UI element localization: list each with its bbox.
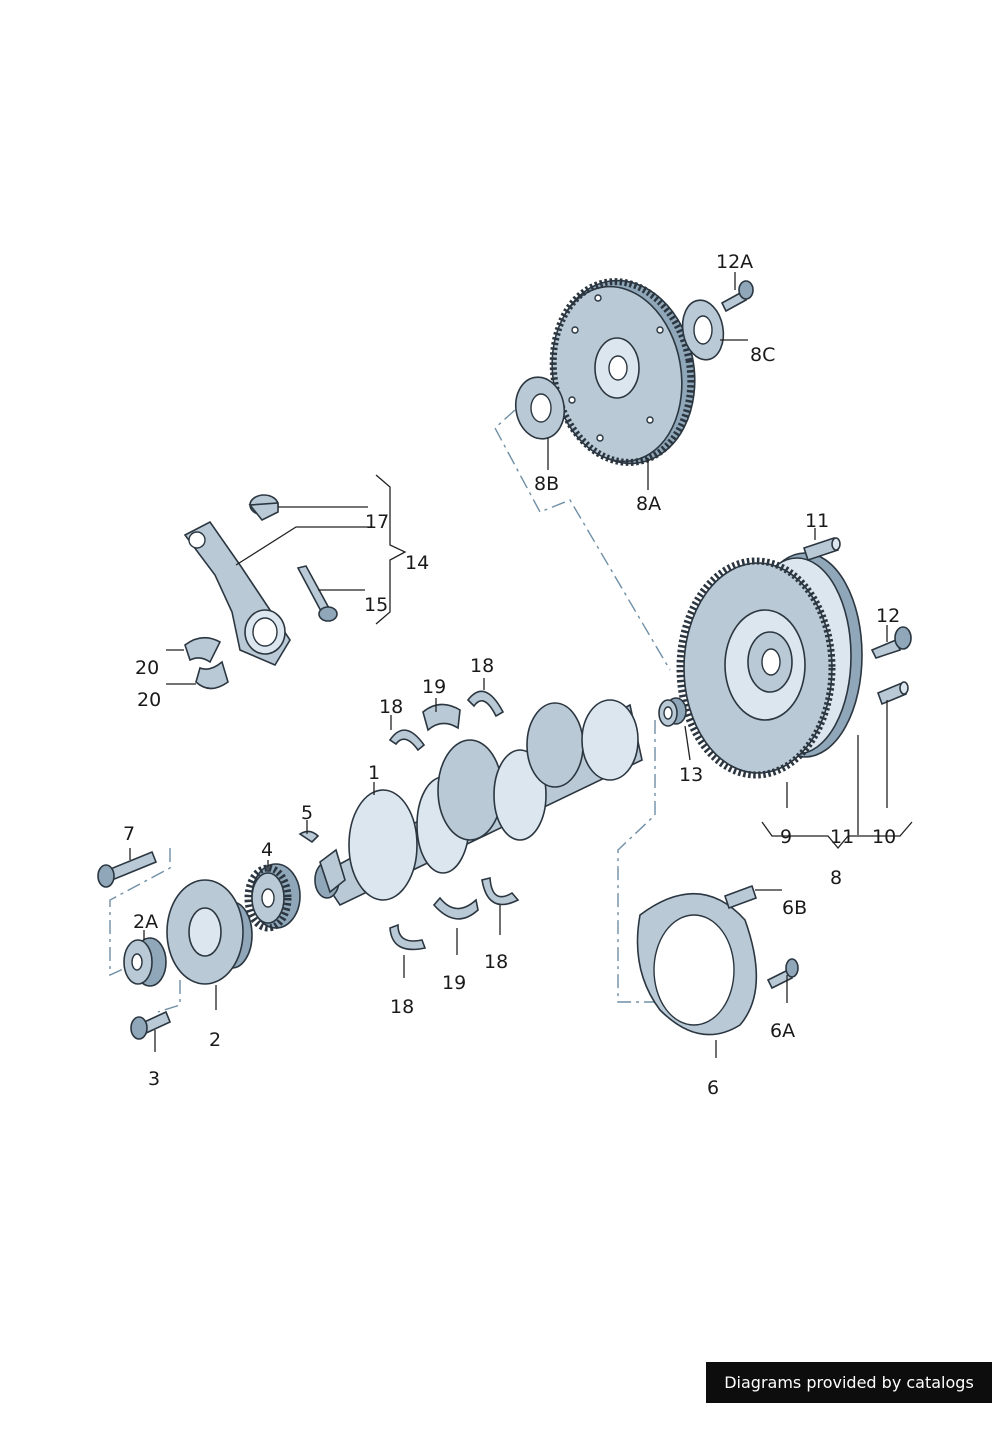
callout-12: 12 [876,605,900,627]
callout-19-bottom: 19 [442,972,466,994]
rod-bolt-15 [296,565,338,622]
timing-gear-4 [244,863,301,932]
callout-3: 3 [148,1068,160,1090]
callout-15: 15 [364,594,388,616]
bolt-7 [97,850,158,888]
callout-10: 10 [872,826,896,848]
callout-20-upper: 20 [135,657,159,679]
callout-8: 8 [830,867,842,889]
rod-shell-20-lower [195,660,229,690]
callout-8b: 8B [534,473,559,495]
rod-shell-20-upper [184,636,222,664]
plate-8c [681,299,725,361]
callout-1: 1 [368,762,380,784]
callout-labels: 12A 8C 8B 8A 11 12 13 9 11 10 8 17 14 15… [123,251,900,1099]
bearing-shell-19-lower [432,896,479,920]
callout-4: 4 [261,839,273,861]
callout-7: 7 [123,823,135,845]
small-end-bushing [248,494,279,522]
callout-17: 17 [365,511,389,533]
dual-mass-flywheel [676,552,863,779]
callout-18-top-right: 18 [470,655,494,677]
callout-12a: 12A [716,251,753,273]
callout-14: 14 [405,552,429,574]
thrust-washer-18-upper-left [388,729,426,752]
callout-2: 2 [209,1029,221,1051]
callout-6b: 6B [782,897,807,919]
pin-10 [876,681,909,706]
plate-8b [514,376,566,440]
pilot-bearing-13 [658,697,687,727]
callout-6: 6 [707,1077,719,1099]
callout-20-lower: 20 [137,689,161,711]
pin-11 [802,536,841,562]
callout-8c: 8C [750,344,775,366]
callout-8a: 8A [636,493,661,515]
leader-lines [129,272,913,1058]
callout-6a: 6A [770,1020,795,1042]
bolt-12 [870,626,912,659]
bolt-3 [130,1010,172,1040]
crankshaft-1 [314,699,643,907]
callout-18-bottom-left: 18 [390,996,414,1018]
thrust-washer-18-lower-left [389,923,427,951]
pulley-hub-2 [166,879,253,985]
washer-2a [123,937,167,987]
thrust-washer-18-lower-right [481,876,520,906]
callout-11-top: 11 [805,510,829,532]
exploded-parts-diagram: 12A 8C 8B 8A 11 12 13 9 11 10 8 17 14 15… [97,251,913,1099]
callout-5: 5 [301,802,313,824]
callout-9: 9 [780,826,792,848]
callout-2a: 2A [133,911,158,933]
thrust-washer-18-upper-right [466,690,505,718]
callout-19-top: 19 [422,676,446,698]
bearing-shell-19-upper [422,703,461,732]
callout-13: 13 [679,764,703,786]
screw-6a [766,958,799,990]
stud-6b [723,884,758,910]
callout-18-bottom-right: 18 [484,951,508,973]
callout-11-bottom: 11 [830,826,854,848]
flywheel-8a [549,278,696,466]
connecting-rod-17 [183,520,291,667]
assembly-axes [109,409,671,1013]
key-5 [298,830,320,844]
footer-credit: Diagrams provided by catalogs parts [706,1362,992,1433]
plate-6 [636,892,758,1036]
callout-18-top-left: 18 [379,696,403,718]
bolt-12a [720,280,754,313]
